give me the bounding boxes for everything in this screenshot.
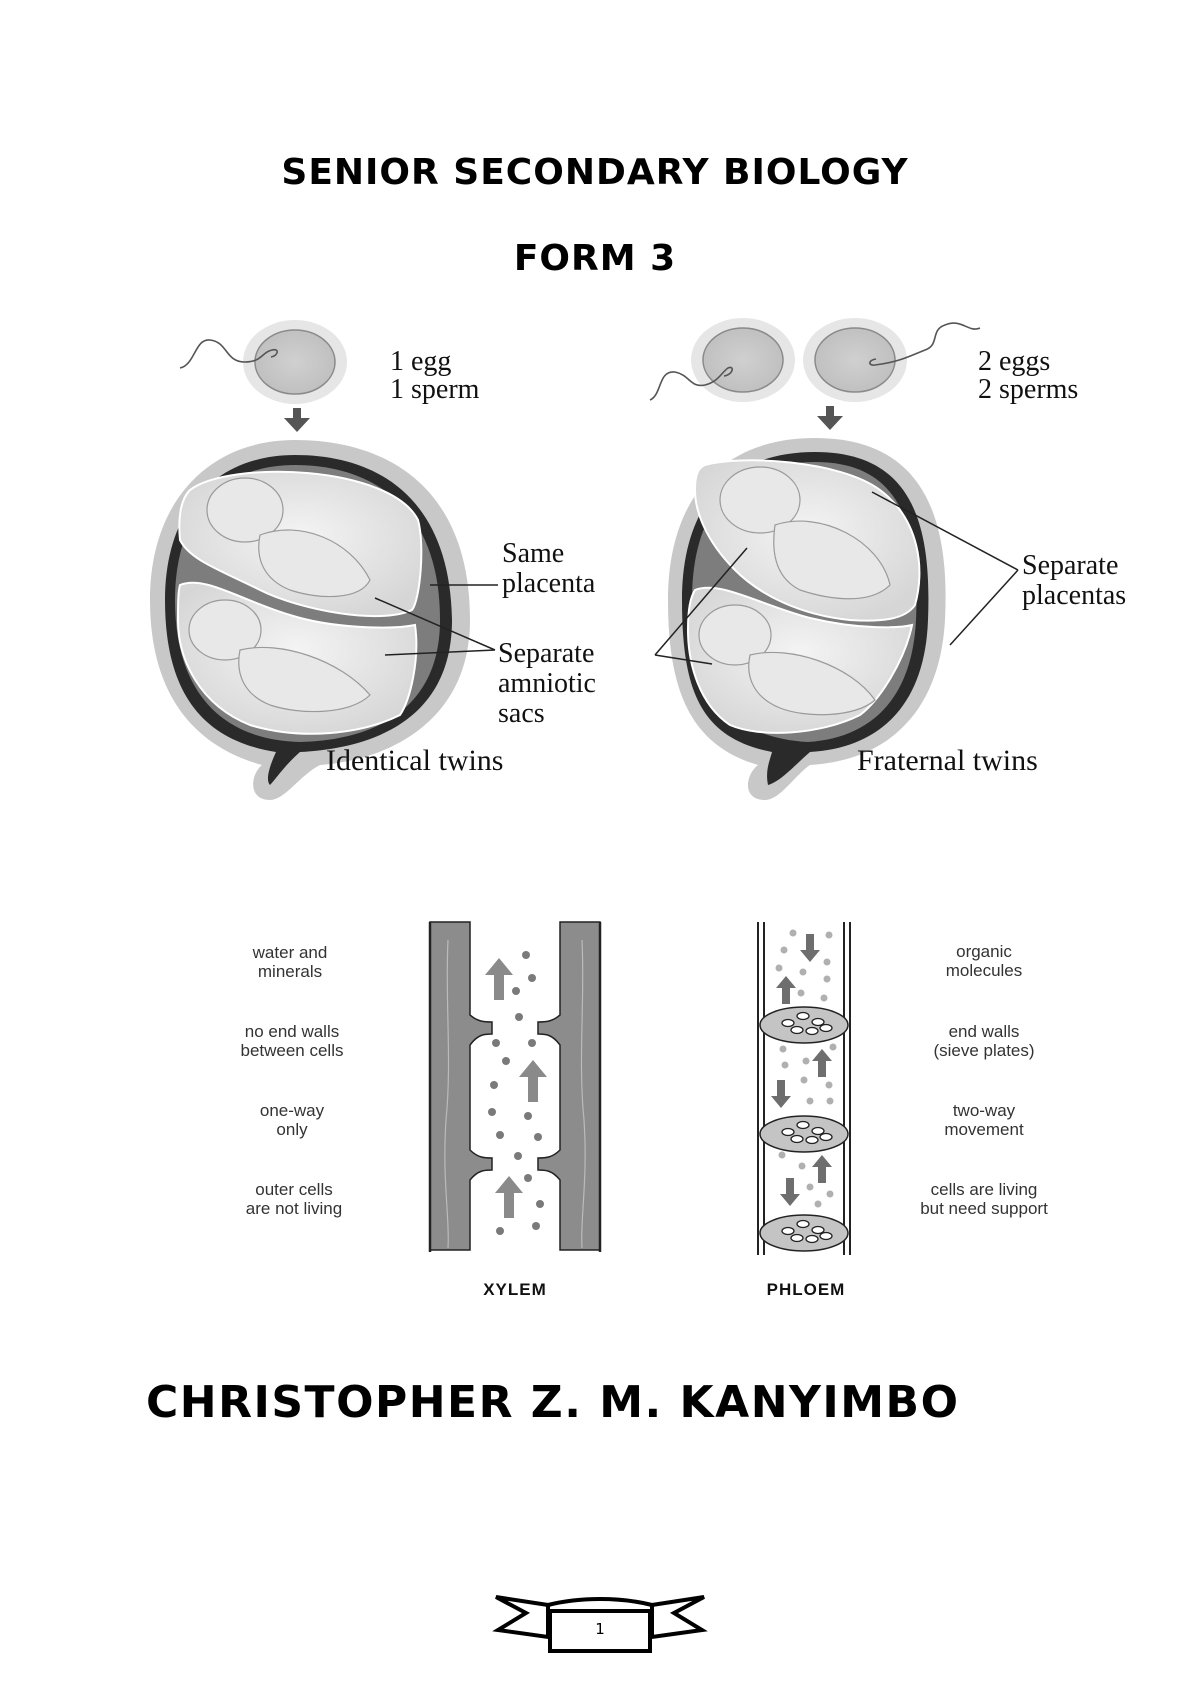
phloem-note-1-line2: molecules [946, 961, 1023, 980]
phloem-note-4-line1: cells are living [931, 1180, 1038, 1199]
particle-dots [488, 951, 544, 1235]
fraternal-placenta-label-2: placentas [1022, 580, 1126, 611]
document-subtitle: FORM 3 [513, 238, 677, 279]
xylem-note-3-line1: one-way [260, 1101, 325, 1120]
page-number: 1 [595, 1620, 605, 1638]
identical-placenta-label-2: placenta [502, 568, 596, 599]
phloem-caption: PHLOEM [767, 1280, 846, 1299]
xylem-note-1-line1: water and [252, 943, 328, 962]
identical-twins-caption: Identical twins [326, 744, 503, 777]
phloem-diagram: organic molecules end walls (sieve plate… [757, 922, 1048, 1299]
identical-twins-diagram: 1 egg 1 sperm Same placenta Separate amn… [150, 320, 596, 800]
phloem-note-2-line2: (sieve plates) [933, 1041, 1034, 1060]
arrow-down-icon [771, 934, 820, 1206]
sieve-plate [759, 1006, 849, 1252]
arrow-up-icon [776, 976, 832, 1183]
xylem-note-4-line2: are not living [246, 1199, 342, 1218]
fetus-illustration [188, 477, 371, 713]
sacs-label-2: amniotic [498, 668, 596, 699]
arrow-down-icon [284, 408, 310, 432]
particle-dots [775, 929, 837, 1208]
phloem-note-3-line2: movement [944, 1120, 1024, 1139]
sperm-icon [869, 322, 981, 366]
phloem-note-2-line1: end walls [949, 1022, 1020, 1041]
fraternal-label-sperms: 2 sperms [978, 374, 1078, 405]
xylem-note-4-line1: outer cells [255, 1180, 332, 1199]
fraternal-label-eggs: 2 eggs [978, 346, 1050, 377]
document-title: SENIOR SECONDARY BIOLOGY [281, 152, 909, 193]
arrow-up-icon [485, 958, 547, 1218]
sperm-icon [649, 366, 733, 401]
xylem-note-2-line1: no end walls [245, 1022, 340, 1041]
xylem-note-3-line2: only [276, 1120, 308, 1139]
sacs-label-1: Separate [498, 638, 594, 669]
fraternal-twins-caption: Fraternal twins [857, 744, 1038, 777]
fraternal-placenta-label-1: Separate [1022, 550, 1118, 581]
page-number-ribbon-icon [492, 1595, 708, 1653]
phloem-note-1-line1: organic [956, 942, 1012, 961]
phloem-note-4-line2: but need support [920, 1199, 1048, 1218]
sacs-label-3: sacs [498, 698, 545, 729]
arrow-down-icon [817, 406, 843, 430]
identical-label-sperm: 1 sperm [390, 374, 480, 405]
xylem-note-2-line2: between cells [240, 1041, 343, 1060]
egg-icon [691, 318, 907, 402]
egg-icon [243, 320, 347, 404]
identical-label-egg: 1 egg [390, 346, 451, 377]
identical-placenta-label-1: Same [502, 538, 564, 569]
xylem-diagram: water and minerals no end walls between … [240, 921, 602, 1299]
xylem-note-1-line2: minerals [258, 962, 322, 981]
author-name: CHRISTOPHER Z. M. KANYIMBO [146, 1377, 960, 1428]
phloem-note-3-line1: two-way [953, 1101, 1016, 1120]
xylem-caption: XYLEM [483, 1280, 547, 1299]
fraternal-twins-diagram: 2 eggs 2 sperms Separate placentas Frate… [649, 318, 1126, 800]
fetus-illustration [698, 466, 891, 716]
sperm-icon [179, 339, 278, 369]
